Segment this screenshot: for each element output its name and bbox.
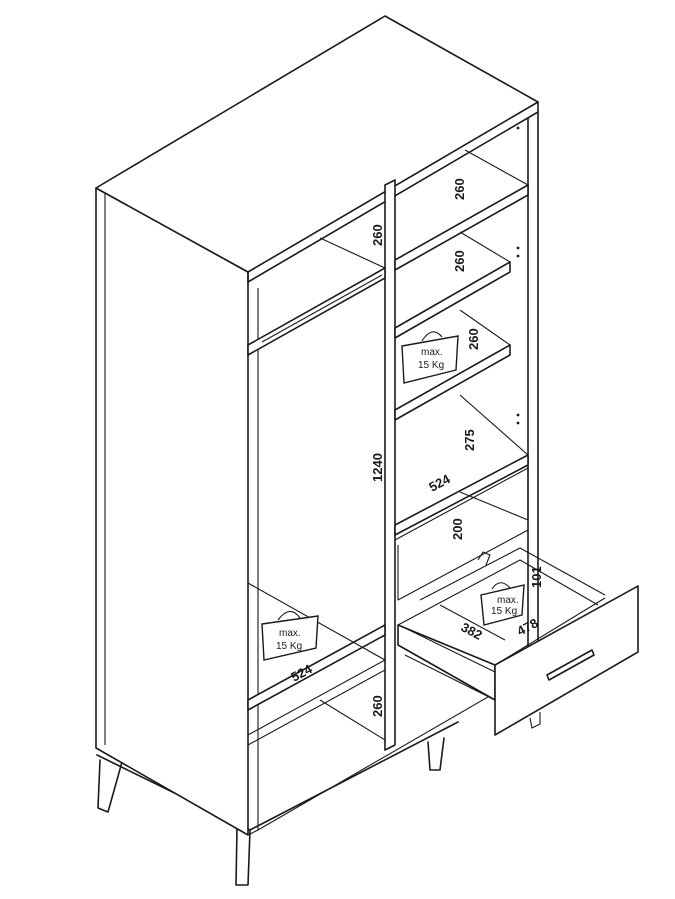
right-shelf-3 <box>394 344 511 421</box>
weight-label-line1: max. <box>421 347 443 358</box>
dim-shelf-depth-right: 524 <box>426 471 453 495</box>
drawer-front <box>494 585 639 736</box>
open-drawer <box>397 547 639 736</box>
weight-label-line1: max. <box>279 628 301 639</box>
right-shelf-4-back <box>459 394 529 456</box>
leg-back-right <box>427 737 445 771</box>
drawer-runner <box>529 712 541 729</box>
right-shelf-3-back <box>459 309 511 346</box>
shelf-pins <box>516 126 520 425</box>
left-bottom-shelf <box>247 659 386 736</box>
weight-icon-left-shelf: max. 15 Kg <box>261 610 319 661</box>
plinth-line <box>96 721 459 831</box>
drawer-cavity <box>397 529 529 601</box>
dim-right-shelf-3: 260 <box>466 328 481 350</box>
weight-label-line2: 15 Kg <box>276 641 302 652</box>
right-shelf-1-back <box>464 149 529 186</box>
dim-drawer-width: 478 <box>514 615 540 638</box>
dim-drawer-height: 101 <box>529 566 544 588</box>
drawer-bottom-side <box>404 654 496 701</box>
drawer-floor-line <box>439 604 506 641</box>
left-bottom-shelf-edge <box>247 669 386 746</box>
dim-right-shelf-2: 260 <box>452 250 467 272</box>
drawer-cavity-back <box>459 491 529 521</box>
legs <box>96 721 459 886</box>
dim-top-left: 260 <box>370 224 385 246</box>
dim-hanging-height: 1240 <box>370 453 385 482</box>
left-bottom-back <box>319 699 386 741</box>
bottom-front-edge <box>247 667 539 836</box>
drawer-box-back <box>419 547 606 601</box>
leg-front-right <box>235 827 251 886</box>
weight-label-line2: 15 Kg <box>418 360 444 371</box>
left-lower-shelf <box>247 624 386 711</box>
weight-icon-right-shelf: max. 15 Kg <box>401 331 459 384</box>
right-shelf-4 <box>394 454 529 536</box>
drawer-handle <box>546 649 595 681</box>
weight-label-line2: 15 Kg <box>491 606 517 617</box>
weight-label-line1: max. <box>497 595 519 606</box>
dim-drawer-opening: 200 <box>450 518 465 540</box>
dim-bottom-left: 260 <box>370 695 385 717</box>
right-shelf-1 <box>394 184 529 271</box>
dim-right-shelf-4: 275 <box>462 429 477 451</box>
left-top-shelf-back <box>319 237 386 269</box>
right-shelf-2 <box>394 261 511 339</box>
right-shelf-2-back <box>459 231 511 263</box>
side-panel <box>95 187 249 836</box>
drawer-left-inner <box>404 627 496 673</box>
dim-drawer-depth: 382 <box>459 619 485 642</box>
drawer-box-inner <box>397 559 599 626</box>
drawer-stop <box>477 551 491 566</box>
drawer-cavity-top <box>394 467 529 541</box>
hanging-rail <box>261 274 383 343</box>
leg-front-left <box>97 759 123 813</box>
dim-shelf-depth-left: 524 <box>288 661 315 685</box>
middle-divider <box>384 179 396 751</box>
weight-icon-drawer: max. 15 Kg <box>480 582 525 626</box>
dim-top-right: 260 <box>452 178 467 200</box>
